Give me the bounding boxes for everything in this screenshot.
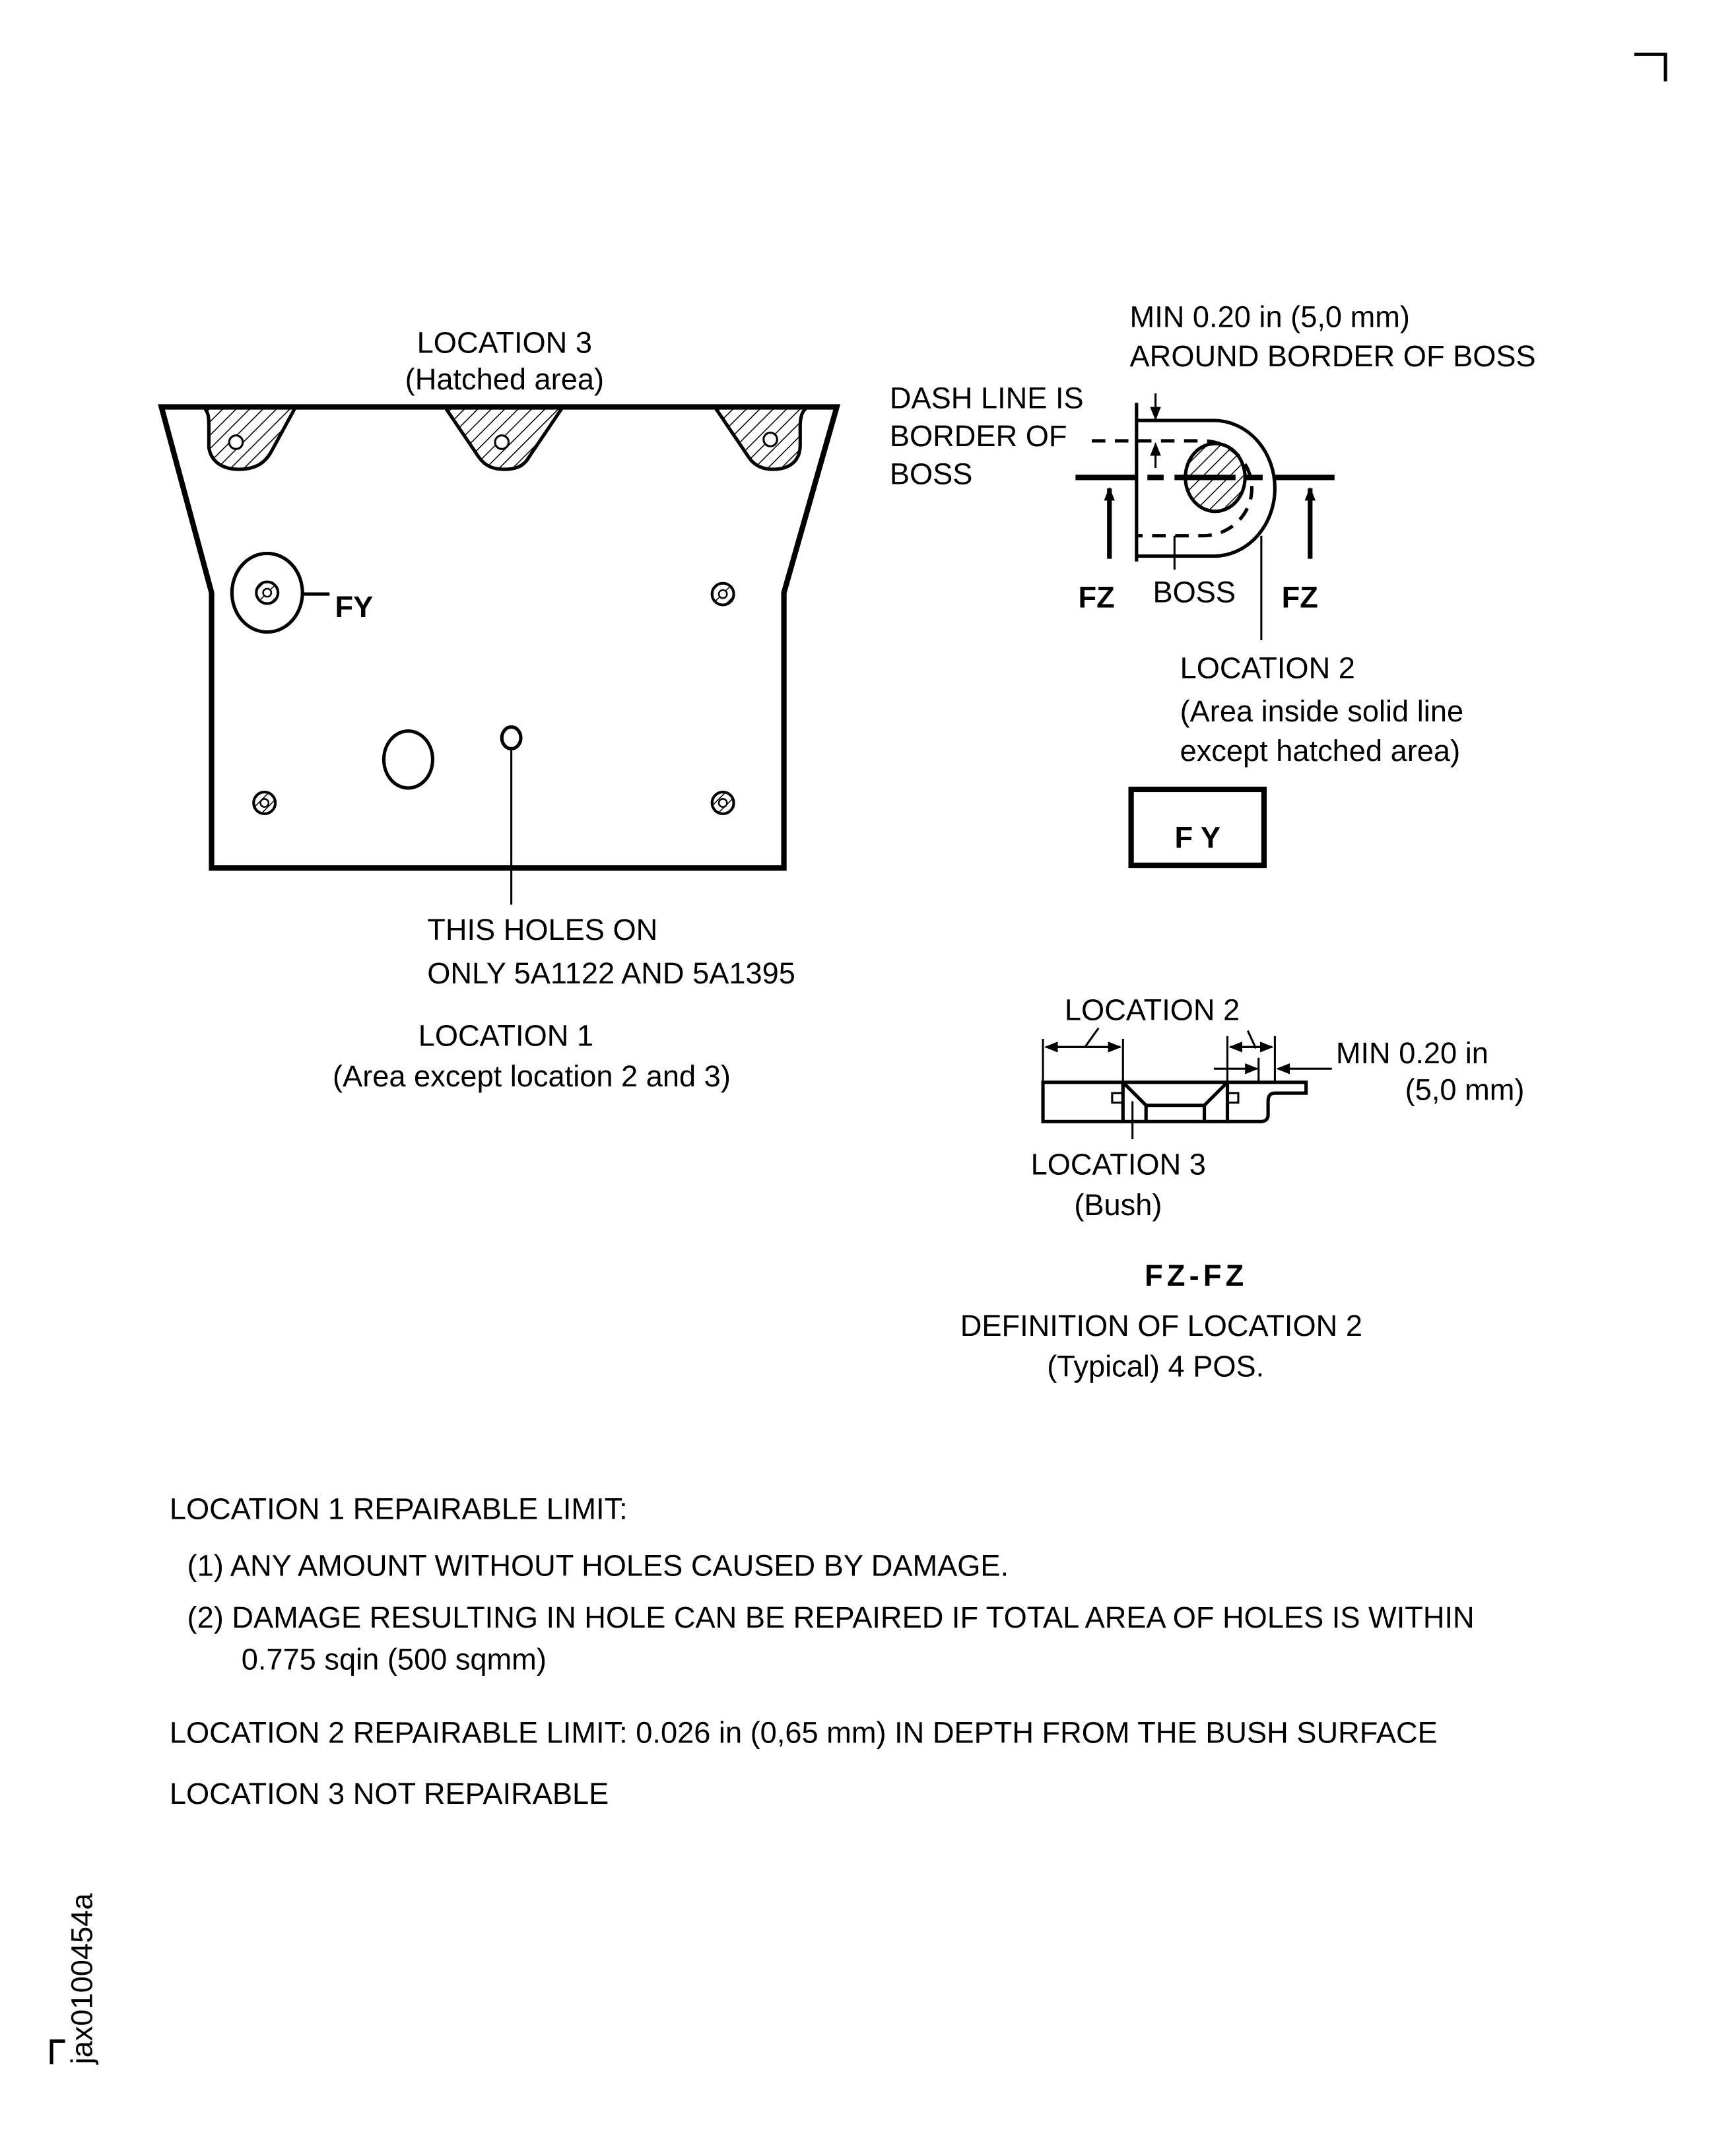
definition-label: DEFINITION OF LOCATION 2 <box>960 1309 1362 1342</box>
notch-hole <box>228 434 244 450</box>
notes: LOCATION 1 REPAIRABLE LIMIT: (1) ANY AMO… <box>170 1492 1475 1810</box>
document-id: jax0100454a <box>65 1893 99 2066</box>
main-view: LOCATION 3 (Hatched area) FY THIS HOLES … <box>158 325 841 1093</box>
section-title: FZ-FZ <box>1145 1259 1248 1292</box>
view-tag-box <box>1128 786 1267 869</box>
bush-groove-right <box>1226 1092 1240 1104</box>
location3-subtitle: (Hatched area) <box>405 362 604 396</box>
bush-section-outline <box>1041 1080 1308 1123</box>
min-label: MIN 0.20 in (5,0 mm) <box>1130 300 1410 333</box>
section-min-label: MIN 0.20 in <box>1336 1036 1488 1070</box>
around-border-label: AROUND BORDER OF BOSS <box>1130 339 1536 373</box>
corner-mark-bottom-left <box>50 2039 65 2065</box>
location3-title: LOCATION 3 <box>417 325 592 359</box>
note-location2: LOCATION 2 REPAIRABLE LIMIT: 0.026 in (0… <box>170 1715 1438 1749</box>
large-hole <box>382 729 435 790</box>
location2-leader-right <box>1246 1030 1257 1049</box>
boss-solid-outline <box>1136 418 1277 558</box>
note-location1-item2-cont: 0.775 sqin (500 sqmm) <box>242 1642 547 1676</box>
location2-leader-left <box>1084 1027 1100 1048</box>
section-min-mm: (5,0 mm) <box>1405 1073 1525 1106</box>
holes-note-line2: ONLY 5A1122 AND 5A1395 <box>427 956 795 990</box>
bush-groove-left <box>1111 1092 1124 1104</box>
hatched-area-right <box>711 405 809 471</box>
fitting-outline <box>158 404 841 871</box>
fastener-holes <box>252 581 735 815</box>
location1-title: LOCATION 1 <box>418 1018 593 1052</box>
location2-sub-2: except hatched area) <box>1180 734 1461 768</box>
note-location1-item2: (2) DAMAGE RESULTING IN HOLE CAN BE REPA… <box>187 1601 1475 1634</box>
detail-fy: MIN 0.20 in (5,0 mm) AROUND BORDER OF BO… <box>890 300 1536 869</box>
note-location3: LOCATION 3 NOT REPAIRABLE <box>170 1777 609 1810</box>
fastener-hole-center <box>262 587 273 598</box>
note-location1-title: LOCATION 1 REPAIRABLE LIMIT: <box>170 1492 628 1525</box>
dash-line-label-3: BOSS <box>890 457 973 491</box>
fy-callout: FY <box>335 590 374 624</box>
hatched-area-left <box>199 405 299 471</box>
fz-right-label: FZ <box>1282 581 1318 614</box>
bush-countersink <box>1121 1080 1230 1122</box>
small-hole <box>500 725 523 750</box>
location1-subtitle: (Area except location 2 and 3) <box>333 1059 731 1093</box>
corner-mark-top-right <box>1634 52 1667 82</box>
notch-hole <box>494 434 510 450</box>
section-fz-fz: LOCATION 2 MIN 0.20 in (5,0 mm) LOCATION… <box>960 993 1525 1383</box>
typical-label: (Typical) 4 POS. <box>1047 1350 1264 1383</box>
location2-title: LOCATION 2 <box>1180 651 1355 684</box>
boss-dashed-border <box>1092 439 1253 538</box>
section-location3-label: LOCATION 3 <box>1031 1147 1206 1181</box>
view-tag: F Y <box>1175 820 1220 854</box>
notch-hole <box>762 432 778 447</box>
location2-sub-1: (Area inside solid line <box>1180 694 1464 728</box>
dash-line-label-1: DASH LINE IS <box>890 381 1084 415</box>
dash-line-label-2: BORDER OF <box>890 419 1067 453</box>
fz-left-label: FZ <box>1078 581 1114 614</box>
section-location2-label: LOCATION 2 <box>1065 993 1240 1026</box>
note-location1-item1: (1) ANY AMOUNT WITHOUT HOLES CAUSED BY D… <box>187 1549 1009 1583</box>
boss-label: BOSS <box>1152 575 1236 609</box>
section-location3-sub: (Bush) <box>1074 1188 1162 1222</box>
holes-note-line1: THIS HOLES ON <box>427 913 657 946</box>
extension-lines <box>1042 1036 1276 1082</box>
